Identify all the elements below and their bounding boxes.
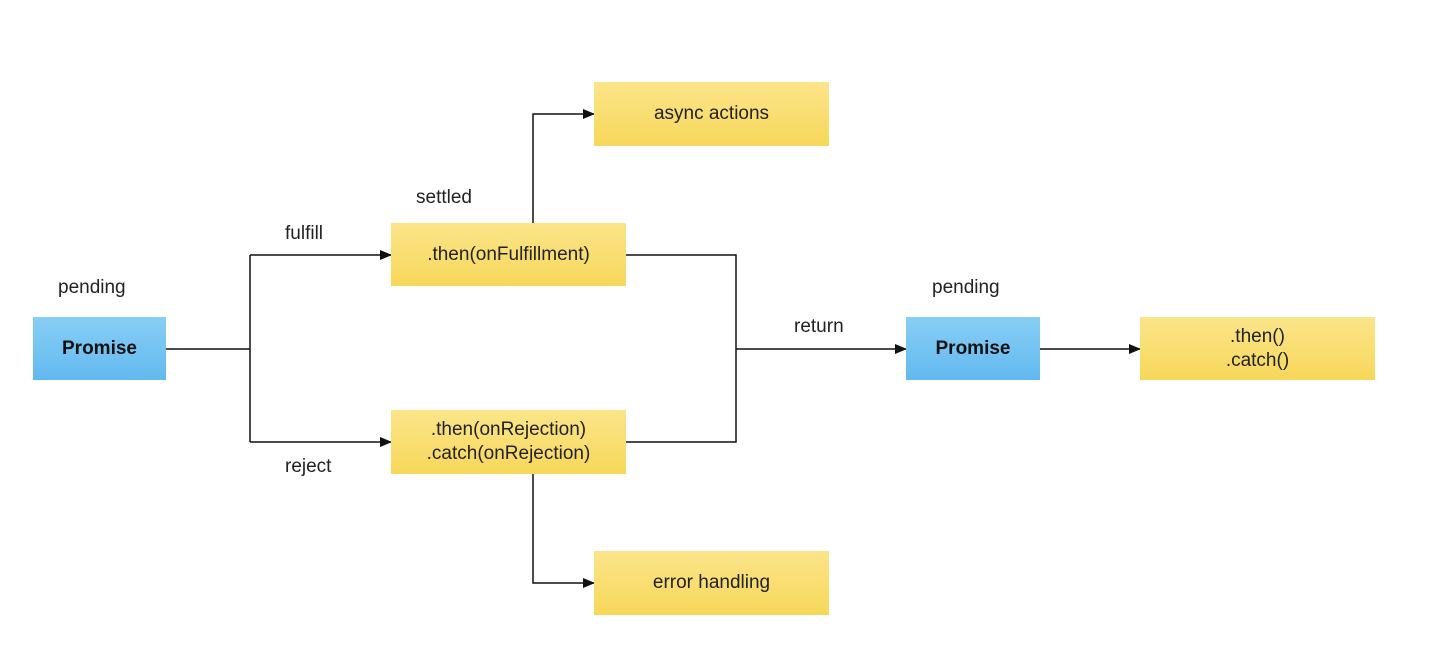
fulfillment-merge-line <box>626 254 737 443</box>
error-handling-node: error handling <box>594 551 829 615</box>
then-catch-text-line1: .then() <box>1230 325 1285 347</box>
return-label: return <box>794 316 844 337</box>
promise-node-left: Promise <box>33 317 166 380</box>
reject-label: reject <box>285 456 332 477</box>
then-fulfillment-text: .then(onFulfillment) <box>427 243 590 265</box>
then-catch-text-line2: .catch() <box>1225 349 1290 371</box>
then-catch-node: .then() .catch() <box>1140 317 1375 380</box>
settled-label: settled <box>416 187 472 208</box>
async-actions-text: async actions <box>653 103 770 124</box>
then-rejection-text-line1: .then(onRejection) <box>430 419 587 440</box>
pending-label-right: pending <box>932 277 1000 298</box>
promise-node-left-text: Promise <box>62 337 137 359</box>
error-handling-arrow <box>532 474 595 588</box>
then-rejection-text-line2: .catch(onRejection) <box>426 443 591 464</box>
then-fulfillment-node: .then(onFulfillment) <box>391 223 626 286</box>
async-actions-arrow <box>532 109 595 223</box>
then-rejection-node: .then(onRejection) .catch(onRejection) <box>391 410 626 474</box>
async-actions-node: async actions <box>594 82 829 146</box>
fulfill-label: fulfill <box>285 223 324 244</box>
pending-label-left: pending <box>58 277 126 298</box>
promise-node-right: Promise <box>906 317 1040 380</box>
promise-node-right-text: Promise <box>935 337 1011 359</box>
error-handling-text: error handling <box>652 572 771 593</box>
